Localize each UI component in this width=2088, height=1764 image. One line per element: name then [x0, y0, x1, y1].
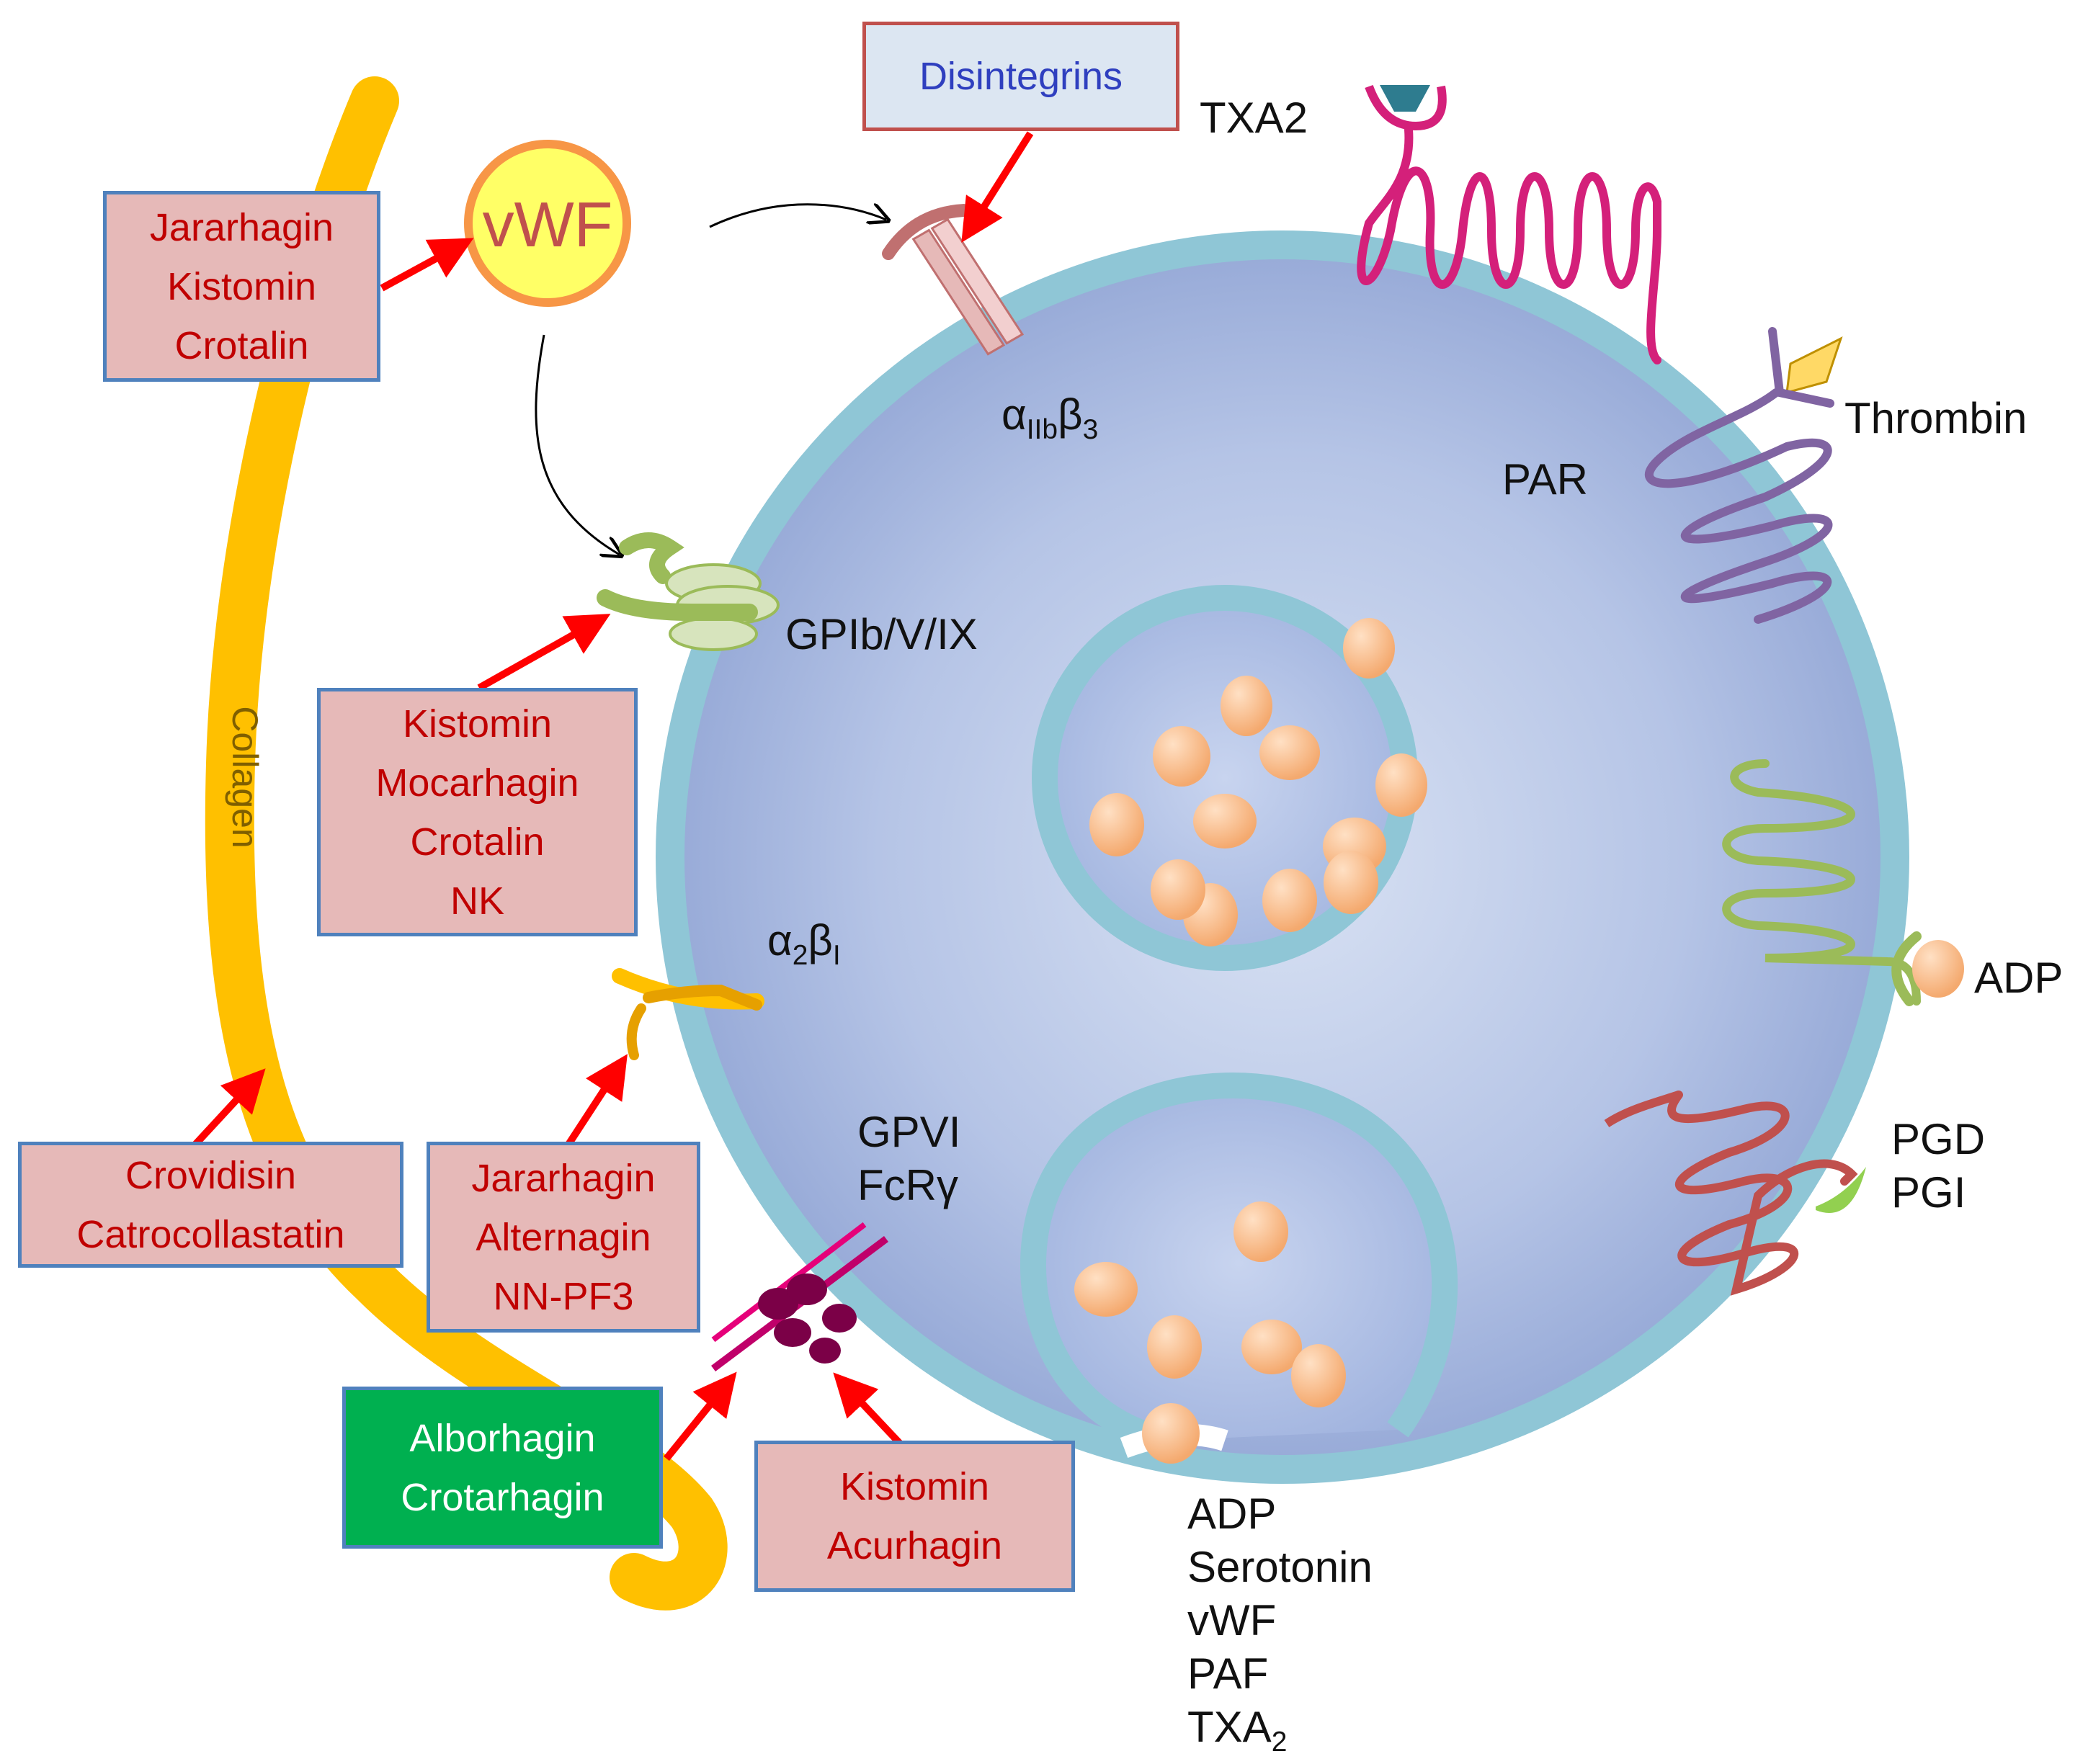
subscript: 3 — [1082, 414, 1099, 445]
subscript: 2 — [1271, 1727, 1288, 1758]
label-line: PGI — [1891, 1168, 1966, 1217]
vwf-inhibitor-box: Jararhagin Kistomin Crotalin — [103, 191, 380, 382]
box-line: Jararhagin — [149, 205, 334, 249]
greek-base: β — [808, 916, 833, 964]
thrombin-label: Thrombin — [1844, 394, 2027, 442]
vwf-to-integrin-arrow — [709, 205, 886, 228]
txa2-ligand — [1380, 85, 1430, 112]
txa-base: TXA — [1187, 1703, 1272, 1751]
box-line: Crotalin — [410, 820, 545, 864]
collagen-inhibitor-box: Crovidisin Catrocollastatin — [18, 1142, 403, 1268]
box-line: Jararhagin — [471, 1156, 656, 1200]
arrow-kistomin-acurhagin — [833, 1372, 904, 1447]
label-line: GPVI — [857, 1108, 961, 1156]
adp-receptor — [1722, 759, 1964, 1006]
arrow-collagen-box — [192, 1068, 266, 1148]
box-line: NN-PF3 — [493, 1274, 634, 1318]
txa2-receptor — [1357, 84, 1661, 364]
box-line: Mocarhagin — [375, 761, 579, 805]
granules-secretory — [1074, 1201, 1346, 1464]
label-line: ADP — [1187, 1490, 1277, 1538]
subscript: I — [832, 940, 841, 971]
collagen-label: Collagen — [225, 706, 265, 849]
gpib-inhibitor-box: Kistomin Mocarhagin Crotalin NK — [317, 688, 638, 936]
label-line: TXA2 — [1187, 1701, 1373, 1764]
granules-inner — [1089, 618, 1427, 946]
txa2-label: TXA2 — [1200, 94, 1308, 142]
label-line: PGD — [1891, 1115, 1986, 1163]
vwf-label: vWF — [482, 189, 613, 260]
box-line: Alternagin — [476, 1215, 651, 1259]
integrin-aiibb3 — [882, 204, 1025, 356]
arrow-disintegrins — [961, 131, 1034, 243]
label-line: Serotonin — [1187, 1543, 1373, 1591]
gpib-complex — [597, 532, 780, 651]
greek-base: α — [1001, 390, 1027, 439]
label-line: vWF — [1187, 1596, 1277, 1644]
adp-ligand — [1912, 940, 1964, 998]
secretory-vesicle — [1020, 1073, 1458, 1454]
label-line: PAF — [1187, 1649, 1269, 1698]
subscript: 2 — [792, 940, 808, 971]
gpvi-green-box: Alborhagin Crotarhagin — [342, 1387, 663, 1549]
greek-base: β — [1058, 390, 1083, 439]
label-line: FcRγ — [857, 1161, 958, 1209]
vwf-circle — [464, 140, 631, 307]
box-line: Crotarhagin — [401, 1475, 604, 1519]
prostanoid-ligand — [1816, 1167, 1866, 1213]
disintegrins-box: Disintegrins — [862, 22, 1179, 131]
gpib-label: GPIb/V/IX — [785, 610, 978, 658]
box-line: Kistomin — [839, 1465, 990, 1508]
box-line: Alborhagin — [409, 1416, 596, 1460]
gpvi-pink-box: Kistomin Acurhagin — [754, 1441, 1075, 1592]
released-factors-label: ADP Serotonin vWF PAF TXA2 — [1187, 1487, 1373, 1764]
arrow-green-box — [664, 1371, 737, 1461]
par-receptor — [1645, 327, 1843, 624]
box-line: NK — [450, 879, 504, 923]
box-line: Kistomin — [166, 264, 317, 308]
arrow-gpib-box — [477, 614, 611, 691]
box-line: Catrocollastatin — [76, 1212, 345, 1256]
vwf-to-gpib-arrow — [535, 334, 620, 555]
integrin-a2b1-label: α2βI — [767, 915, 841, 982]
box-line: Crovidisin — [125, 1153, 297, 1197]
subscript: IIb — [1026, 414, 1058, 445]
prostanoid-receptor — [1604, 1091, 1866, 1296]
box-line: Crotalin — [174, 323, 309, 367]
arrow-a2b1-box — [562, 1054, 628, 1151]
par-label: PAR — [1502, 455, 1588, 503]
box-line: Disintegrins — [919, 55, 1123, 98]
box-line: Kistomin — [402, 702, 553, 746]
inhibitor-arrows — [192, 131, 1034, 1461]
a2b1-inhibitor-box: Jararhagin Alternagin NN-PF3 — [427, 1142, 700, 1333]
integrin-a2b1 — [612, 968, 764, 1060]
gpvi-fcr-complex — [711, 1222, 888, 1371]
box-line: Acurhagin — [826, 1524, 1003, 1567]
adp-receptor-label: ADP — [1974, 954, 2064, 1002]
arrow-vwf-box — [380, 238, 474, 292]
greek-base: α — [767, 916, 793, 964]
thrombin-ligand — [1785, 336, 1843, 395]
prostanoid-label: PGD PGI — [1891, 1113, 1985, 1219]
gpvi-label: GPVI FcRγ — [857, 1106, 960, 1212]
integrin-aiibb3-label: αIIbβ3 — [1001, 389, 1098, 456]
